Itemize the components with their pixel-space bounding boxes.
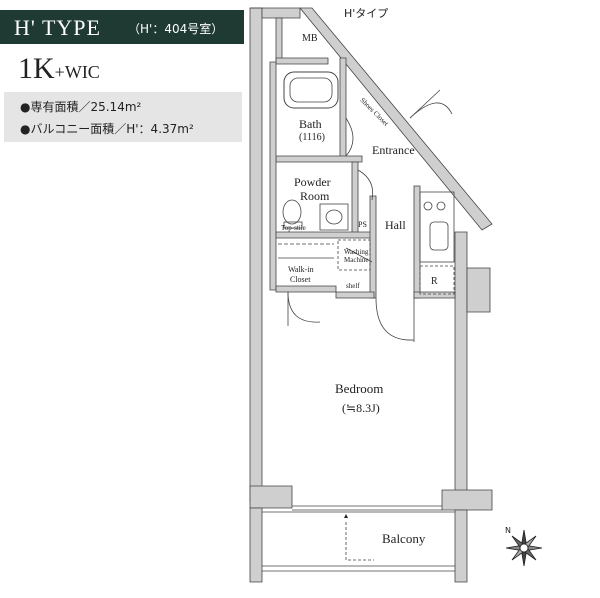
kitchen-sink — [429, 221, 449, 251]
interior-wall-v — [269, 61, 277, 291]
kitchen-counter — [419, 191, 455, 263]
balcony-ac-space — [345, 522, 374, 561]
column-bottom-left — [249, 485, 293, 509]
layout-suffix: +WIC — [54, 62, 100, 82]
label-washing-line1: Washing — [344, 248, 369, 256]
powder-wall-bottom — [275, 231, 375, 239]
wic-door — [287, 291, 321, 323]
bath-wall-bottom — [275, 155, 363, 163]
layout-type: 1K+WIC — [18, 52, 100, 85]
bedroom-door — [375, 297, 415, 341]
washing-machine-space — [337, 239, 371, 271]
bath-wall-right — [339, 57, 347, 161]
label-hall: Hall — [385, 218, 406, 232]
wall-left — [249, 7, 263, 503]
wall-right — [454, 231, 468, 493]
stove-burner — [423, 201, 433, 211]
bedroom-top-wall — [335, 291, 375, 299]
right-column — [466, 267, 491, 313]
label-bath: Bath — [299, 117, 322, 131]
column-bottom-right — [441, 489, 493, 511]
label-bath-size: (1116) — [299, 132, 325, 143]
bedroom-top-wall-right — [413, 291, 456, 299]
label-entrance: Entrance — [372, 143, 415, 157]
label-wic-line2: Closet — [290, 275, 311, 284]
balcony-wall-right — [454, 509, 468, 583]
entrance-door — [409, 102, 453, 119]
balcony-area-text: ●バルコニー面積／H'：4.37m² — [20, 122, 194, 136]
compass-north-label: N — [505, 526, 511, 535]
label-powder-line1: Powder — [294, 175, 331, 189]
toilet — [282, 199, 302, 225]
label-wic-line1: Walk-in — [288, 265, 314, 274]
compass-icon — [505, 529, 543, 567]
label-fridge: R — [431, 276, 438, 287]
balcony-wall-left — [249, 507, 263, 583]
wall-diagonal — [299, 7, 493, 231]
fridge-space — [419, 265, 455, 295]
mb-wall — [275, 17, 283, 63]
label-bedroom: Bedroom — [335, 381, 384, 396]
powder-door — [357, 169, 374, 201]
label-shelf: shelf — [346, 282, 360, 290]
label-ps: PS — [358, 220, 367, 229]
bath-door — [345, 117, 354, 157]
type-title: H' TYPE — [14, 15, 101, 40]
type-title-bar: H' TYPE （H'：404号室） — [0, 10, 244, 44]
wash-basin — [319, 203, 349, 231]
bathtub — [283, 71, 339, 109]
label-top-stile: Top-stile — [281, 224, 306, 232]
room-number-label: （H'：404号室） — [128, 22, 224, 36]
label-powder-line2: Room — [300, 189, 330, 203]
label-washing-line2: Machine — [344, 256, 369, 264]
label-bedroom-size: (≒8.3J) — [342, 401, 380, 415]
label-mb: MB — [302, 33, 318, 44]
wic-wall-bottom — [275, 285, 337, 293]
kitchen-wall — [413, 185, 421, 299]
hall-wall-left — [369, 195, 377, 299]
plan-caption: H'タイプ — [344, 7, 389, 20]
mb-wall-bottom — [275, 57, 329, 65]
area-info-box: ●専有面積／25.14m² ●バルコニー面積／H'：4.37m² — [4, 92, 242, 142]
label-balcony: Balcony — [382, 531, 426, 546]
floor-area-text: ●専有面積／25.14m² — [20, 100, 142, 114]
balcony-marker — [344, 514, 348, 518]
